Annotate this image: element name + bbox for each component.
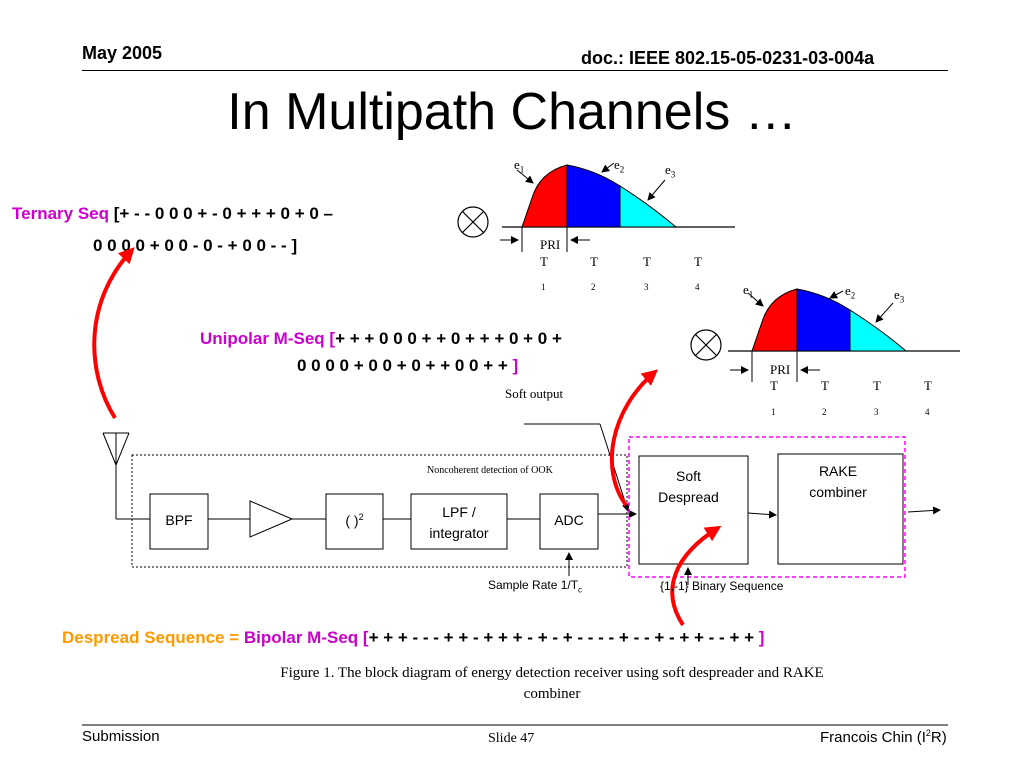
pulse2-t4: T: [924, 378, 932, 393]
sample-rate-label: Sample Rate 1/Tc: [488, 578, 583, 595]
pulse-diagram-2: [728, 288, 960, 382]
red-arrow-2: [609, 369, 659, 507]
soft-output-label: Soft output: [505, 386, 564, 401]
multiplier-icon-2: [690, 329, 722, 361]
pulse2-t1: T: [770, 378, 778, 393]
header-date: May 2005: [82, 43, 163, 63]
pulse1-t4-sub: 4: [695, 282, 700, 292]
antenna-icon: [102, 432, 150, 520]
ternary-seq-line1: Ternary Seq [+ - - 0 0 0 + - 0 + + + 0 +…: [12, 204, 333, 224]
noncoherent-detection-box: [131, 454, 628, 568]
ternary-seq-values-1: [+ - - 0 0 0 + - 0 + + + 0 + 0 –: [113, 204, 333, 223]
pulse2-e1-label: e1: [743, 282, 754, 300]
slide-title: In Multipath Channels …: [227, 83, 797, 141]
square-law-block: [325, 493, 384, 550]
figure-caption: Figure 1. The block diagram of energy de…: [232, 663, 872, 705]
ternary-seq-values-2: 0 0 0 0 + 0 0 - 0 - + 0 0 - - ]: [93, 236, 298, 255]
pulse2-t3-sub: 3: [874, 407, 879, 417]
rake-combiner-block: [777, 453, 904, 565]
red-arrow-1: [92, 247, 135, 420]
unipolar-seq-label: Unipolar M-Seq [: [200, 329, 336, 348]
bipolar-label: Bipolar M-Seq [: [243, 628, 369, 647]
adc-block: [539, 493, 599, 550]
binary-sequence-label: {1,-1} Binary Sequence: [660, 579, 784, 593]
unipolar-seq-line1: Unipolar M-Seq [+ + + 0 0 0 + + 0 + + + …: [200, 329, 562, 349]
footer-slide-number: Slide 47: [488, 731, 535, 746]
pulse2-pri-label: PRI: [770, 362, 791, 377]
square-law-label: ( )2: [345, 512, 364, 529]
pulse1-t4: T: [694, 254, 702, 269]
bipolar-values: + + + - - - + + - + + + - + - + - - - - …: [368, 628, 759, 647]
despread-sequence: Despread Sequence = Bipolar M-Seq [+ + +…: [62, 628, 764, 648]
pulse1-pri-label: PRI: [540, 237, 561, 252]
pulse2-t2-sub: 2: [822, 407, 827, 417]
pulse1-t3-sub: 3: [644, 282, 649, 292]
bpf-label: BPF: [165, 512, 193, 528]
pulse2-e2-label: e2: [845, 283, 856, 301]
despread-rake-box: [628, 436, 906, 578]
pulse1-e1-label: e1: [514, 157, 525, 175]
pulse2-t4-sub: 4: [925, 407, 930, 417]
amplifier-icon: [249, 500, 294, 538]
soft-despread-label-1: Soft: [676, 468, 701, 484]
pulse2-t3: T: [873, 378, 881, 393]
pulse2-t1-sub: 1: [771, 407, 776, 417]
header-rule: [82, 70, 948, 71]
unipolar-seq-values-1: + + + 0 0 0 + + 0 + + + 0 + 0 +: [335, 329, 562, 348]
red-arrow-3: [670, 525, 722, 627]
pulse1-t2: T: [590, 254, 598, 269]
lpf-label-line2: integrator: [429, 525, 489, 541]
lpf-label-line1: LPF /: [442, 504, 476, 520]
bpf-block: [149, 493, 209, 550]
adc-label: ADC: [554, 512, 584, 528]
pulse2-e3-label: e3: [894, 287, 905, 305]
despread-label: Despread Sequence =: [62, 628, 244, 647]
pulse1-t3: T: [643, 254, 651, 269]
ternary-seq-label: Ternary Seq: [12, 204, 110, 223]
pulse1-t1-sub: 1: [541, 282, 546, 292]
header-doc-id: doc.: IEEE 802.15-05-0231-03-004a: [581, 48, 875, 68]
pulse2-t2: T: [821, 378, 829, 393]
lpf-block: [410, 493, 508, 550]
pulse1-e2-label: e2: [614, 157, 625, 175]
unipolar-seq-close: ]: [512, 356, 519, 375]
pulse1-t1: T: [540, 254, 548, 269]
rake-label-1: RAKE: [818, 463, 858, 479]
multiplier-icon-1: [457, 206, 489, 238]
soft-despread-label-2: Despread: [658, 489, 719, 505]
footer-submission: Submission: [82, 728, 160, 745]
rake-label-2: combiner: [809, 484, 867, 500]
unipolar-seq-line2: 0 0 0 0 + 0 0 + 0 + + 0 0 + + ]: [297, 356, 518, 376]
bipolar-close: ]: [758, 628, 765, 647]
caption-line2: combiner: [523, 686, 581, 702]
pulse-diagram-1: [500, 162, 735, 252]
unipolar-seq-values-2: 0 0 0 0 + 0 0 + 0 + + 0 0 + +: [297, 356, 513, 375]
footer-author: Francois Chin (I2R): [820, 728, 947, 746]
caption-line1: Figure 1. The block diagram of energy de…: [280, 665, 824, 681]
pulse1-e3-label: e3: [665, 162, 676, 180]
noncoherent-label: Noncoherent detection of OOK: [427, 465, 553, 476]
pulse1-t2-sub: 2: [591, 282, 596, 292]
